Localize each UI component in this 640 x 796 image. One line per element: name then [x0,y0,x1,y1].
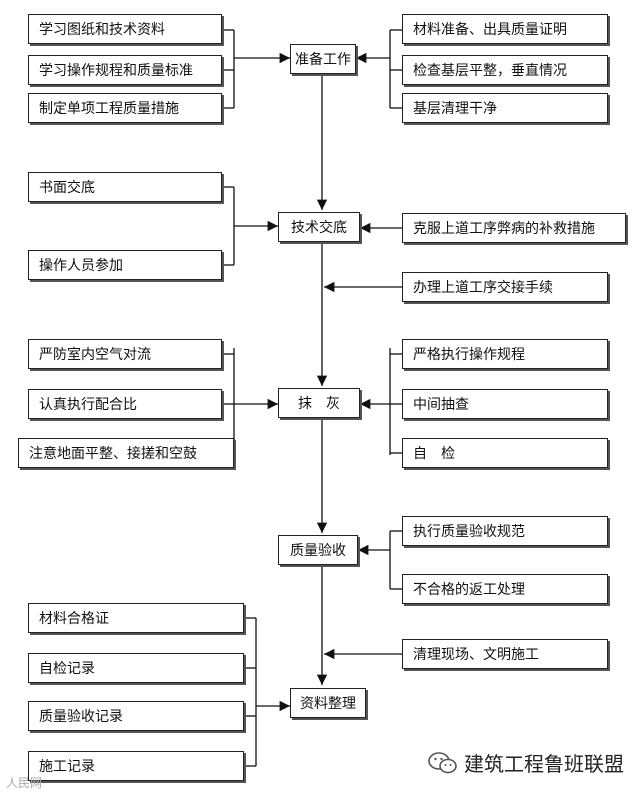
left-plaster-item-label: 严防室内空气对流 [39,347,151,363]
right-plaster-item-label: 严格执行操作规程 [413,347,525,363]
right-prep-item: 基层清理干净 [402,93,608,123]
step-records-box: 资料整理 [290,688,366,718]
wechat-icon [428,751,457,773]
right-prep-item: 检查基层平整，垂直情况 [402,55,608,85]
right-cleanup-item: 清理现场、文明施工 [402,639,608,669]
left-records-item-label: 自检记录 [39,661,95,677]
right-plaster-item: 中间抽查 [402,389,608,419]
left-prep-item-label: 学习图纸和技术资料 [39,22,165,38]
step-tech-box: 技术交底 [278,212,360,242]
left-prep-item: 学习操作规程和质量标准 [28,55,222,85]
step-plaster-label: 抹 灰 [298,396,340,412]
right-acceptance-item: 执行质量验收规范 [402,516,608,546]
left-plaster-item-label: 认真执行配合比 [39,397,137,413]
right-tech-item: 克服上道工序弊病的补救措施 [402,213,626,243]
left-tech-item: 操作人员参加 [28,250,222,280]
step-prep-box: 准备工作 [290,44,356,74]
right-prep-item-label: 基层清理干净 [413,101,497,117]
left-records-item-label: 质量验收记录 [39,709,123,725]
left-records-item-label: 施工记录 [39,759,95,775]
right-tech-item-label: 办理上道工序交接手续 [413,280,553,296]
left-records-item: 施工记录 [28,751,244,781]
left-plaster-item-label: 注意地面平整、接搓和空鼓 [29,446,197,462]
left-plaster-item: 严防室内空气对流 [28,339,222,369]
step-acceptance-box: 质量验收 [278,535,358,565]
watermark-text: 建筑工程鲁班联盟 [464,752,624,776]
step-tech-label: 技术交底 [291,220,347,236]
left-records-item: 自检记录 [28,653,244,683]
step-plaster-box: 抹 灰 [278,388,360,418]
right-tech-item-label: 克服上道工序弊病的补救措施 [413,221,595,237]
step-acceptance-label: 质量验收 [290,543,346,559]
left-prep-item-label: 制定单项工程质量措施 [39,101,179,117]
left-prep-item: 制定单项工程质量措施 [28,93,222,123]
left-records-item: 质量验收记录 [28,701,244,731]
corner-watermark: 人民网 [6,776,43,790]
left-tech-item-label: 书面交底 [39,180,95,196]
left-plaster-item: 认真执行配合比 [28,389,222,419]
right-tech-item: 办理上道工序交接手续 [402,272,608,302]
left-records-item-label: 材料合格证 [39,611,109,627]
left-prep-item-label: 学习操作规程和质量标准 [39,63,193,79]
right-plaster-item: 自 检 [402,438,608,468]
left-tech-item-label: 操作人员参加 [39,258,123,274]
right-acceptance-item-label: 执行质量验收规范 [413,524,525,540]
right-cleanup-item-label: 清理现场、文明施工 [413,647,539,663]
right-plaster-item-label: 中间抽查 [413,397,469,413]
watermark: 建筑工程鲁班联盟 [428,748,624,777]
right-plaster-item: 严格执行操作规程 [402,339,608,369]
right-acceptance-item: 不合格的返工处理 [402,574,608,604]
right-prep-item-label: 材料准备、出具质量证明 [413,22,567,38]
left-tech-item: 书面交底 [28,172,222,202]
left-records-item: 材料合格证 [28,603,244,633]
step-records-label: 资料整理 [300,696,356,712]
left-prep-item: 学习图纸和技术资料 [28,14,222,44]
right-prep-item: 材料准备、出具质量证明 [402,14,608,44]
right-prep-item-label: 检查基层平整，垂直情况 [413,63,567,79]
right-plaster-item-label: 自 检 [413,446,455,462]
right-acceptance-item-label: 不合格的返工处理 [413,582,525,598]
step-prep-label: 准备工作 [295,52,351,68]
left-plaster-item: 注意地面平整、接搓和空鼓 [18,438,234,468]
